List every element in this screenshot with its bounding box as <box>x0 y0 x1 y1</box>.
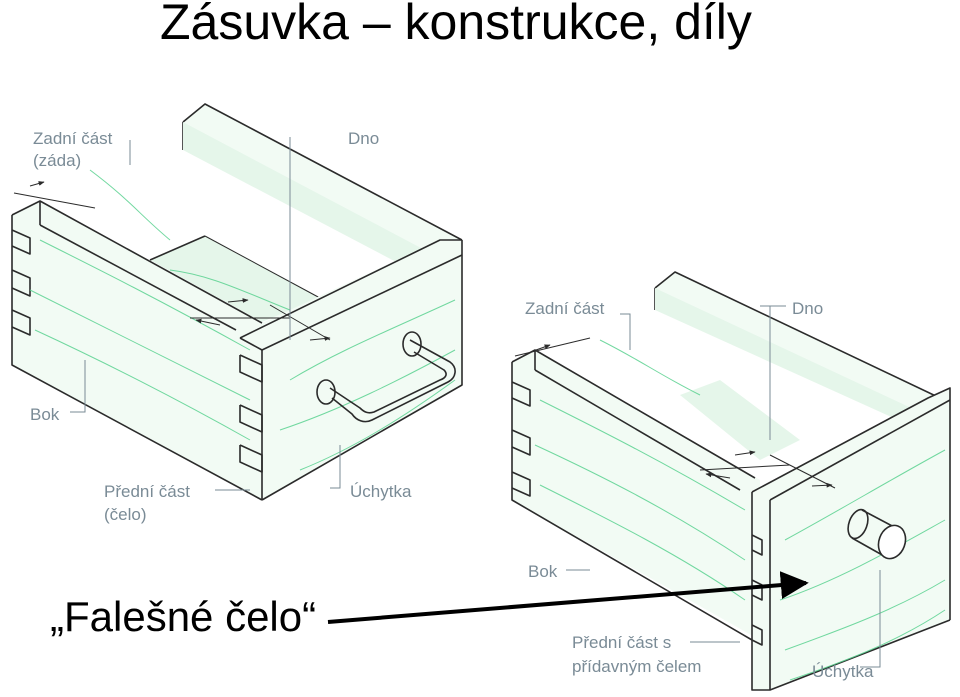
drawer-right: Zadní část Dno Bok Přední část s přídavn… <box>511 271 951 691</box>
left-bottom-panel <box>150 236 320 322</box>
left-dimensions <box>13 181 331 341</box>
left-label-side: Bok <box>30 405 60 424</box>
slide-title: Zásuvka – konstrukce, díly <box>160 0 752 50</box>
right-label-back: Zadní část <box>525 299 605 318</box>
left-near-side <box>12 201 262 500</box>
left-grain <box>29 169 456 471</box>
drawer-left: Zadní část (záda) Dno Bok Přední část (č… <box>11 103 463 524</box>
right-label-front-2: přídavným čelem <box>572 657 701 676</box>
left-label-handle: Úchytka <box>350 482 412 501</box>
left-label-bottom: Dno <box>348 129 379 148</box>
left-front-board <box>262 240 462 500</box>
left-label-front: Přední část <box>104 482 190 501</box>
false-front-callout: „Falešné čelo“ <box>50 593 317 640</box>
left-dovetails <box>11 229 263 473</box>
right-label-front-1: Přední část s <box>572 633 671 652</box>
right-back-board <box>655 272 940 412</box>
right-grain <box>534 339 946 681</box>
right-far-side <box>655 288 920 430</box>
left-label-front-sub: (čelo) <box>104 505 147 524</box>
right-knob-icon <box>847 508 907 560</box>
left-back-board <box>183 104 462 258</box>
right-label-side: Bok <box>528 562 558 581</box>
right-false-front <box>752 388 950 690</box>
right-dimensions <box>514 337 836 489</box>
left-label-back-sub: (záda) <box>33 151 81 170</box>
right-label-bottom: Dno <box>792 299 823 318</box>
left-handle-icon <box>316 331 456 423</box>
right-dovetails <box>511 381 763 646</box>
left-label-back: Zadní část <box>33 129 113 148</box>
left-far-side <box>183 122 440 285</box>
callout-arrow <box>327 571 809 624</box>
right-label-handle: Úchytka <box>812 662 874 681</box>
